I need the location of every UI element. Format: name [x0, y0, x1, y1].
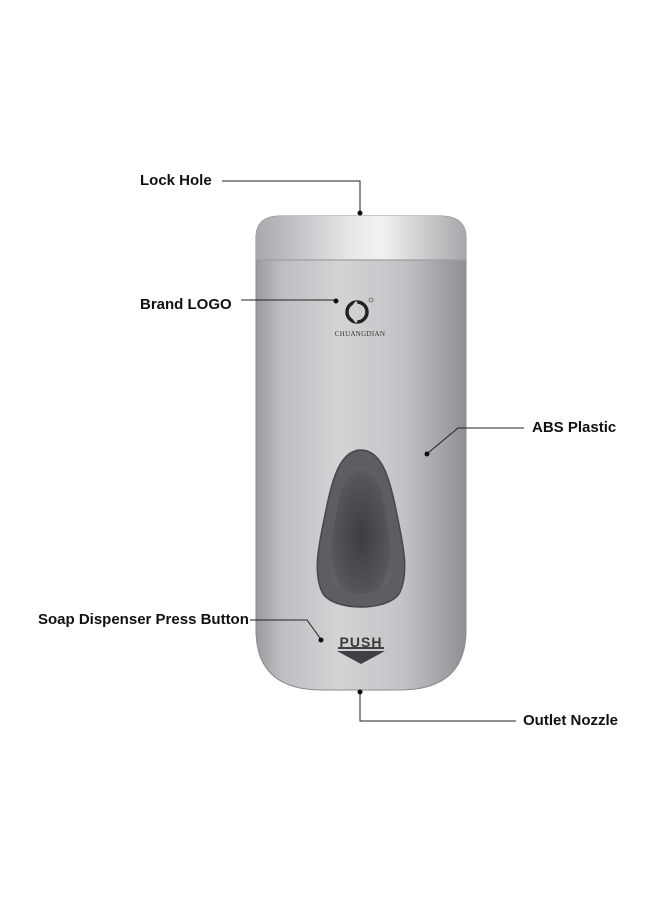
brand-name: CHUANGDIAN: [334, 330, 386, 338]
callout-brand-logo: Brand LOGO: [140, 296, 232, 313]
callout-outlet-nozzle-line: [359, 694, 516, 722]
callout-outlet-nozzle: Outlet Nozzle: [523, 712, 619, 729]
callout-abs-plastic-line: [427, 427, 524, 454]
level-window: [330, 466, 392, 594]
callout-press-button: Soap Dispenser Press Button: [38, 611, 249, 628]
callout-lock-hole-line: [222, 180, 361, 212]
callout-abs-plastic-dot: [424, 451, 430, 457]
push-label: PUSH: [339, 634, 383, 650]
callout-press-button-line: [250, 619, 321, 639]
callout-brand-logo-dot: [333, 298, 339, 304]
callout-press-button-dot: [318, 637, 324, 643]
brand-logo-icon: [345, 297, 374, 324]
callout-lock-hole: Lock Hole: [140, 172, 212, 189]
dispenser-cap: [256, 216, 466, 260]
callout-lock-hole-dot: [357, 210, 363, 216]
push-arrow-icon: [337, 651, 385, 664]
callout-abs-plastic: ABS Plastic: [532, 419, 617, 436]
callout-outlet-nozzle-dot: [357, 689, 363, 695]
